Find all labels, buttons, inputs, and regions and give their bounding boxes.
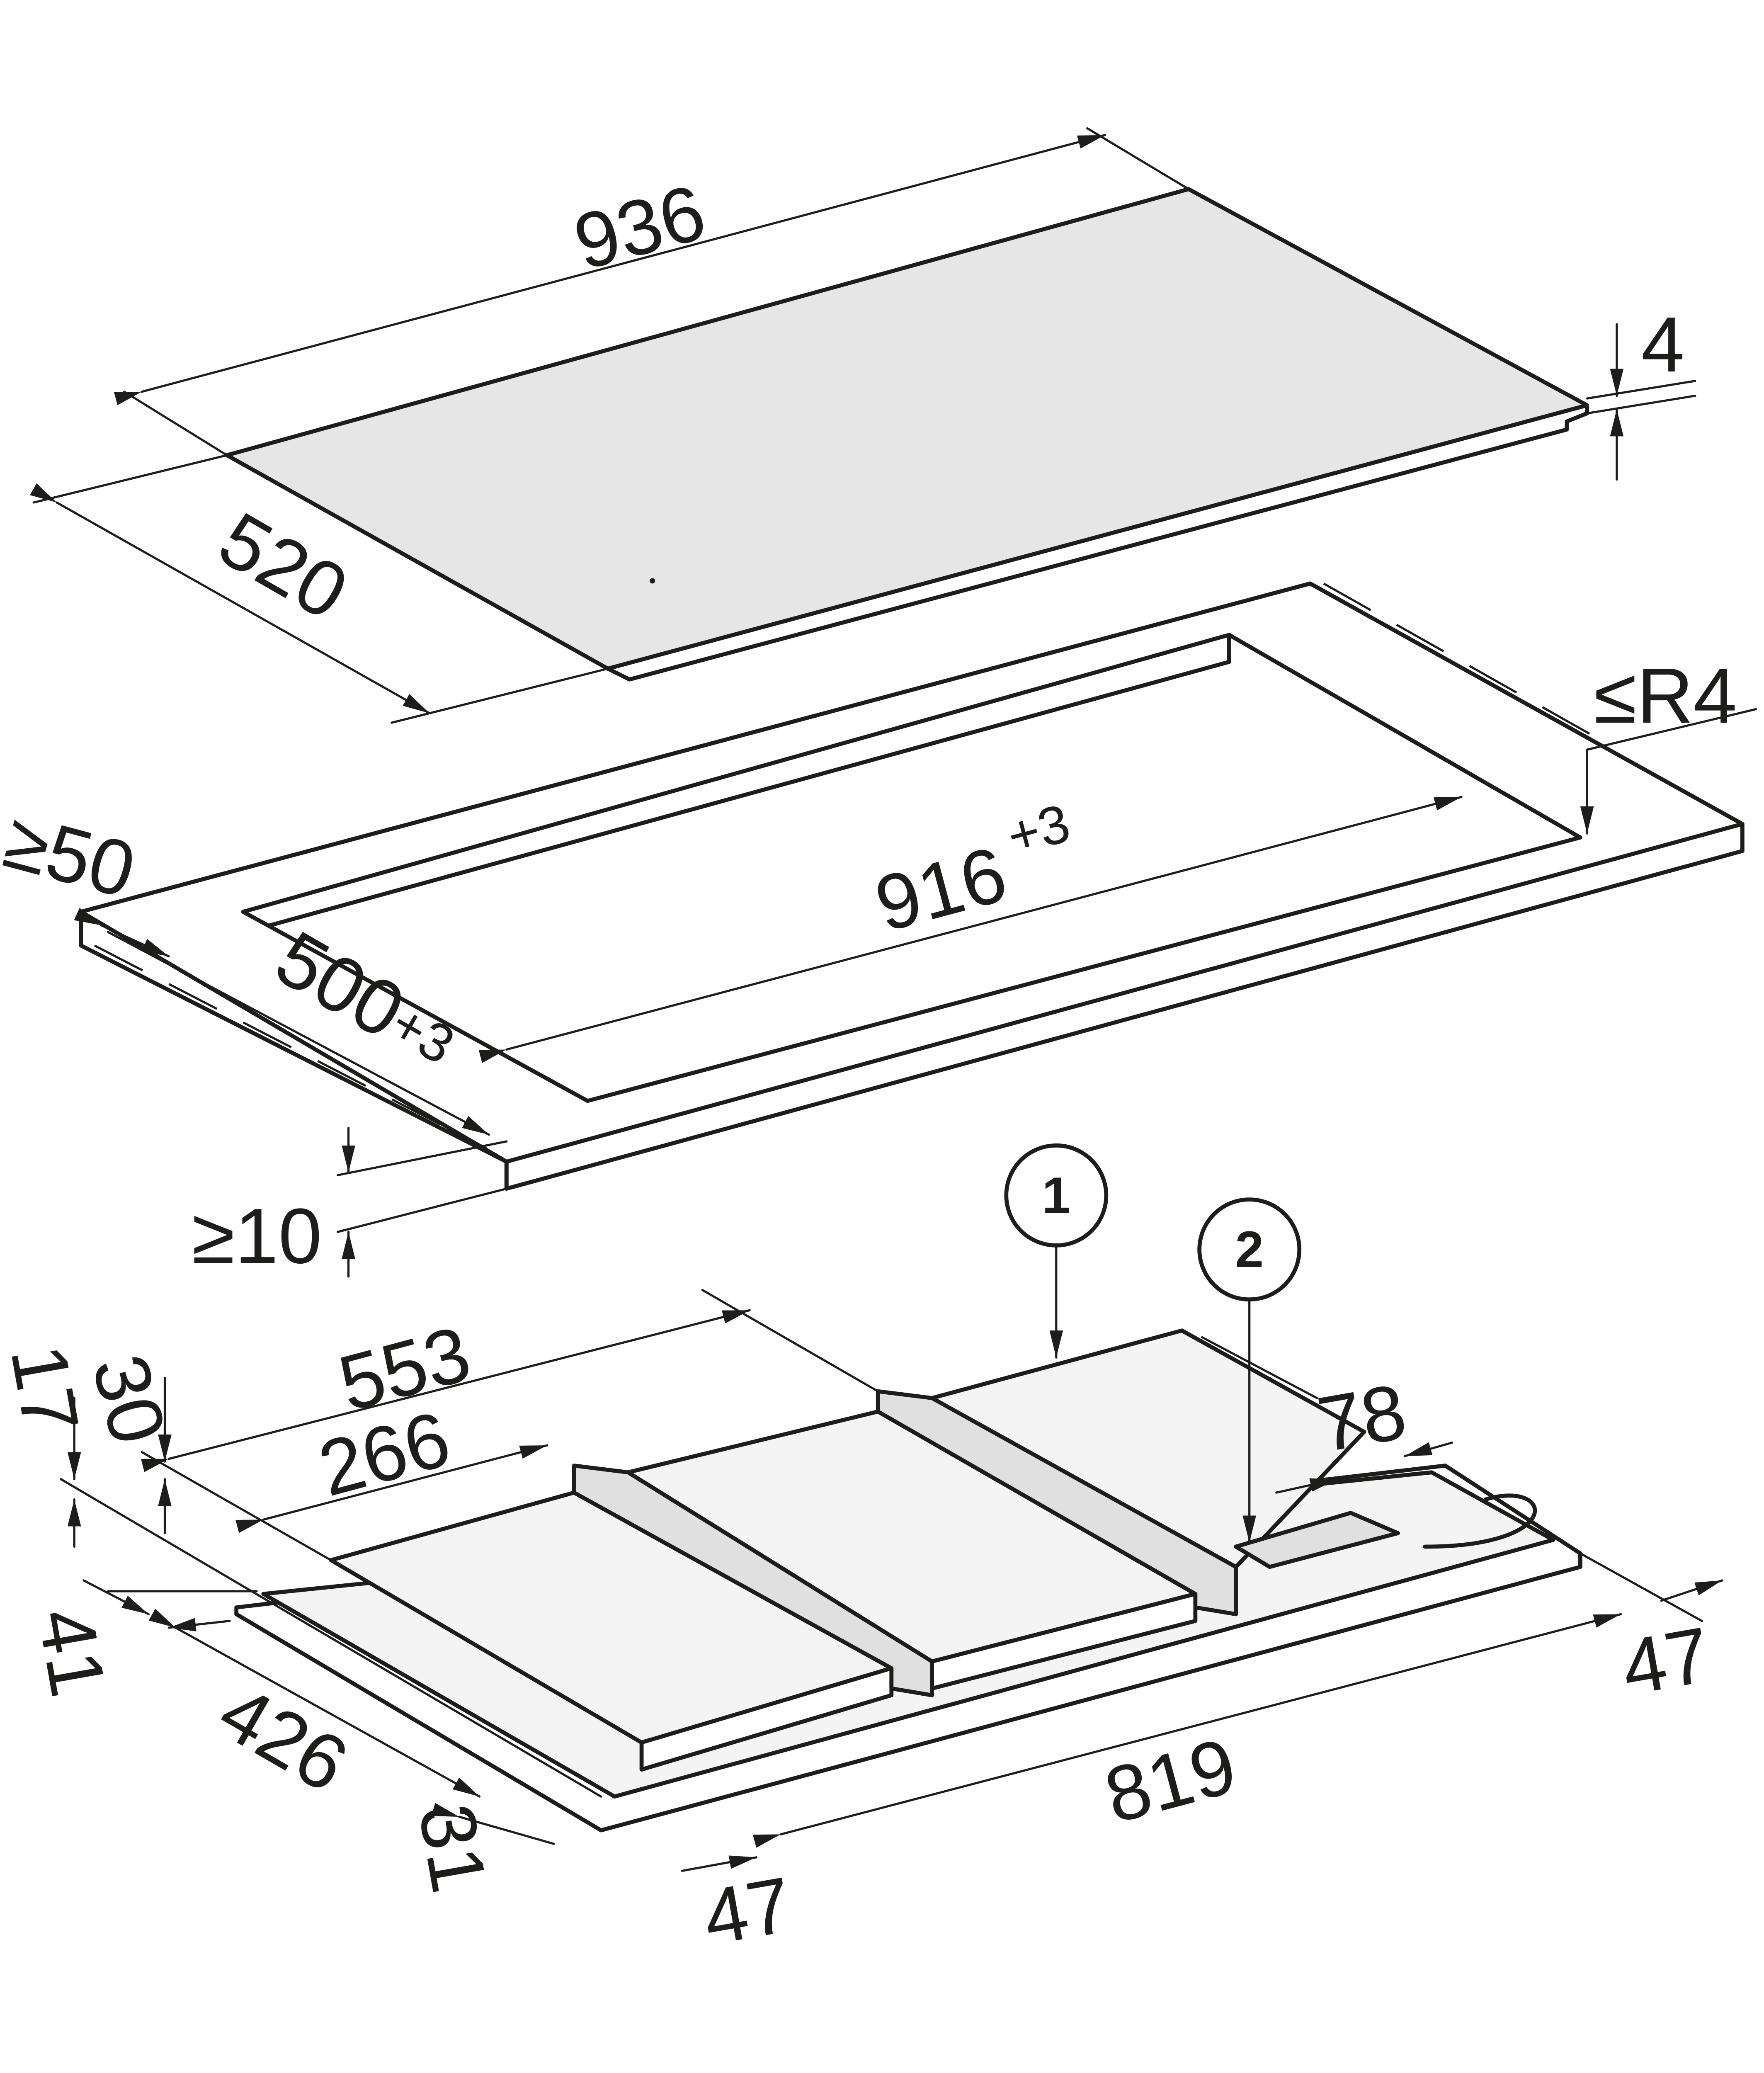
dim-41: 41 [21,1602,122,1703]
hob-underside: 1 2 553 266 30 17 41 426 31 47 819 4 [0,1143,1723,1962]
hob-installation-diagram: 936 520 4 916+3 500+3 ≥50 ≤R4 ≥10 [0,127,1757,1962]
power-cable [1423,1493,1537,1549]
dim-47-front: 47 [697,1861,798,1962]
diagram-canvas: 936 520 4 916+3 500+3 ≥50 ≤R4 ≥10 [0,127,1757,1962]
glass-ceramic-top: 936 520 4 [30,127,1696,724]
dim-47-right: 47 [1615,1611,1716,1712]
dim-17: 17 [0,1339,95,1440]
dim-4: 4 [1641,301,1685,388]
dim-520-line [30,483,431,714]
dim-936: 936 [565,168,714,286]
dim-936-line [114,134,1106,405]
callout-1-label: 1 [1042,1167,1070,1224]
glass-marker-dot [650,578,655,584]
worktop-cutout: 916+3 500+3 ≥50 ≤R4 ≥10 [0,581,1757,1280]
dim-426: 426 [205,1668,362,1809]
dim-30: 30 [75,1346,182,1453]
dim-78: 78 [1311,1367,1412,1469]
dim-min-50: ≥50 [0,796,144,915]
dim-819: 819 [1096,1722,1245,1840]
dim-31: 31 [402,1798,503,1899]
dim-266: 266 [310,1395,459,1513]
zone-gap-right [876,1389,1238,1617]
dim-max-radius: ≤R4 [1594,652,1737,740]
dim-916-line [478,796,1463,1063]
rating-plate [1234,1511,1400,1569]
callout-2-label: 2 [1235,1221,1264,1278]
dim-min-10: ≥10 [192,1192,322,1280]
